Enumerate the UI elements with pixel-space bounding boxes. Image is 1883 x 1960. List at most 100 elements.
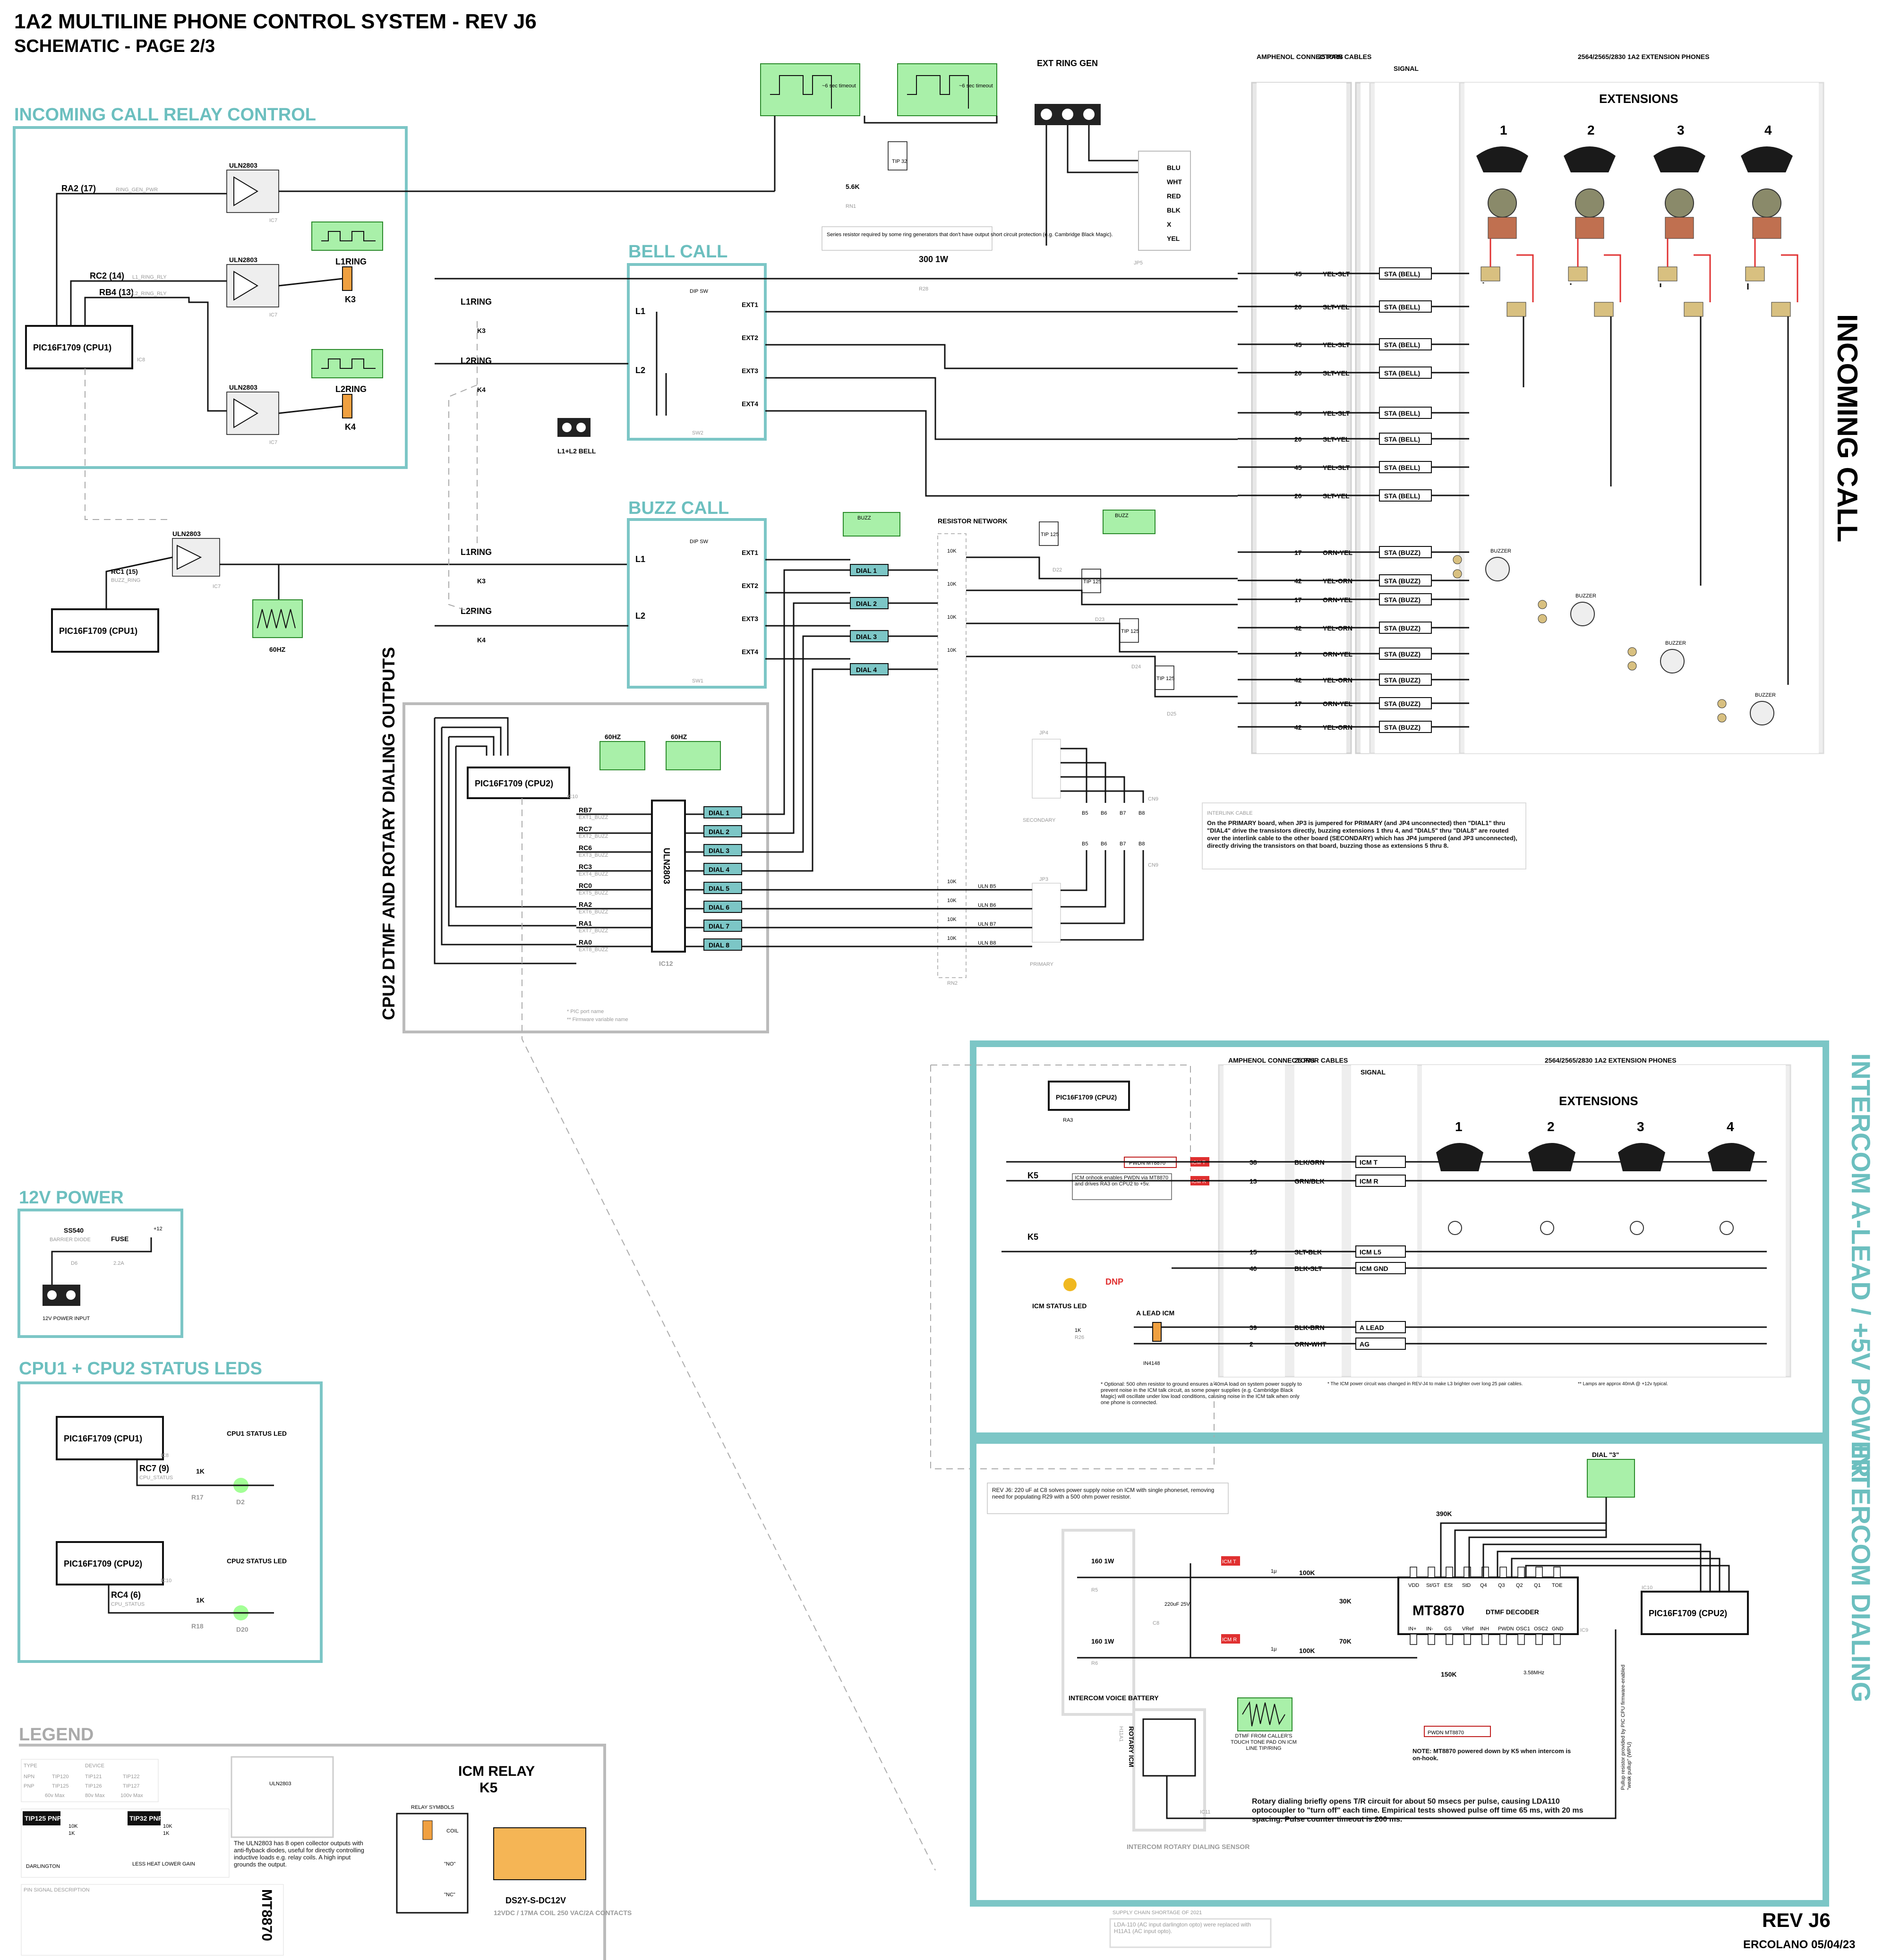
svg-text:X: X: [1167, 221, 1172, 228]
pic-port-label: RA0: [579, 938, 592, 946]
bell-icon: [1665, 188, 1694, 218]
scope-l1ring: [311, 222, 383, 251]
svg-text:D25: D25: [1167, 711, 1176, 717]
mt8870-pin-bot: IN-: [1426, 1626, 1433, 1632]
svg-text:10K: 10K: [68, 1824, 78, 1829]
svg-text:YEL: YEL: [1167, 235, 1180, 242]
dtmf-decoder-label: DTMF DECODER: [1486, 1608, 1539, 1616]
ic7-buzz: IC7: [213, 584, 221, 589]
legend-tip32: TIP32 PNP: [129, 1815, 163, 1822]
icm-relay-id: K5: [479, 1780, 497, 1796]
supply-note: LDA-110 (AC input darlington opto) were …: [1114, 1921, 1251, 1934]
r5-label: R5: [1091, 1587, 1098, 1593]
icm-extension-number: 2: [1547, 1119, 1555, 1134]
jp5-label: JP5: [1134, 260, 1143, 266]
buzz-l1: L1: [635, 554, 645, 564]
uln-buffer-3: ULN2803 IC7: [226, 383, 279, 445]
extension-number: 1: [1500, 123, 1507, 137]
l1ring-bell: L1RING: [461, 297, 492, 307]
icm-extension-number: 3: [1637, 1119, 1644, 1134]
interlink-title: INTERLINK CABLE: [1207, 810, 1253, 816]
icm-signal-label: ICM GND: [1360, 1265, 1388, 1272]
buzz-ext-labels: EXT1 EXT2 EXT3 EXT4: [742, 549, 758, 656]
mt8870-pin-top: StD: [1462, 1583, 1471, 1588]
k5-coil: [1152, 1322, 1162, 1342]
icm-signal-box: [1355, 1175, 1406, 1187]
icm-signal-header: SIGNAL: [1361, 1068, 1386, 1076]
dial-output-box: [703, 844, 742, 856]
svg-text:ICM T: ICM T: [1222, 1559, 1236, 1565]
scope-dial-60hz-2: [666, 741, 721, 770]
tip32-label: TIP 32: [892, 159, 907, 164]
intercom-dialing-box: [970, 1437, 1829, 1907]
hz60-label: 60HZ: [269, 646, 286, 653]
r26-value: 1K: [1075, 1328, 1081, 1333]
bell-l1: L1: [635, 307, 645, 316]
buzzer-icon: [1750, 701, 1774, 725]
cpu2-chip-dial: [467, 767, 570, 799]
cpu2-chip-led: [56, 1541, 164, 1585]
dial-output-box: [703, 882, 742, 894]
extension-number: 4: [1764, 123, 1772, 137]
k3-coil: [342, 266, 352, 291]
icm-status-label: ICM STATUS LED: [1032, 1302, 1087, 1310]
bell-call-title: BELL CALL: [628, 242, 728, 262]
cn9-label-1: CN9: [1148, 796, 1158, 802]
primary-label: PRIMARY: [1030, 962, 1054, 967]
secondary-label: SECONDARY: [1023, 818, 1056, 823]
legend-darlington: DARLINGTON: [26, 1864, 60, 1869]
dial-output-label: DIAL 3: [709, 847, 729, 854]
uln-buffer-2: ULN2803 IC7: [226, 256, 279, 318]
pic-port-footnote: * PIC port name: [567, 1009, 604, 1014]
svg-text:10K: 10K: [163, 1824, 172, 1829]
bell-icon: [1488, 188, 1517, 218]
terminal-icon: [1481, 266, 1500, 281]
icm-signal-label: A LEAD: [1360, 1324, 1384, 1331]
l2ring-buzz: L2RING: [461, 606, 492, 616]
page-subtitle: SCHEMATIC - PAGE 2/3: [14, 36, 215, 56]
k4-buzz: K4: [477, 636, 486, 644]
alead-icm-label: A LEAD ICM: [1136, 1309, 1174, 1317]
ds2y-relay: [493, 1827, 586, 1880]
signal-box: [1379, 673, 1432, 686]
rc2-label: RC2 (14): [90, 271, 124, 281]
scope-buzz-2: [1103, 510, 1155, 534]
k4-coil: [342, 394, 352, 418]
icm-amphenol-header: AMPHENOL CONNECTORS: [1228, 1057, 1315, 1064]
uln-buffer-1: ULN2803 IC7: [226, 162, 279, 223]
rotary-sensor-label: INTERCOM ROTARY DIALING SENSOR: [1127, 1843, 1250, 1850]
signal-label: STA (BUZZ): [1384, 624, 1421, 632]
mt8870-chip: [1397, 1577, 1579, 1635]
mt8870-pin-bot: INH: [1480, 1626, 1489, 1632]
icm-cables-header: 25 PAIR CABLES: [1294, 1057, 1348, 1064]
svg-text:BLU: BLU: [1167, 164, 1181, 171]
extension-phone: 3: [1653, 123, 1711, 586]
r6-label: R6: [1091, 1661, 1098, 1666]
svg-text:ULN B5: ULN B5: [978, 884, 996, 889]
svg-text:IC7: IC7: [269, 440, 277, 445]
rev-note: REV J6: 220 uF at C8 solves power supply…: [992, 1487, 1215, 1500]
ic10-dial-label: IC10: [567, 794, 578, 800]
mt8870-pin-bot: VRef: [1462, 1626, 1474, 1632]
svg-text:NPN: NPN: [24, 1774, 34, 1780]
power-box: [17, 1209, 183, 1338]
dial-60hz-2: 60HZ: [671, 733, 687, 741]
svg-text:IC7: IC7: [269, 312, 277, 318]
buzzer-label: BUZZER: [1490, 548, 1511, 554]
c8-value: 220uF 25V: [1164, 1602, 1190, 1607]
svg-text:"NC": "NC": [444, 1892, 455, 1898]
xtal-label: 3.58MHz: [1524, 1670, 1544, 1676]
cables-header: 25 PAIR CABLES: [1318, 53, 1371, 60]
svg-text:EXT1: EXT1: [742, 301, 758, 308]
barrier-label: BARRIER DIODE: [50, 1237, 91, 1243]
svg-text:ULN2803: ULN2803: [269, 1781, 291, 1787]
l1ring-coil-label: L1RING: [335, 257, 367, 266]
